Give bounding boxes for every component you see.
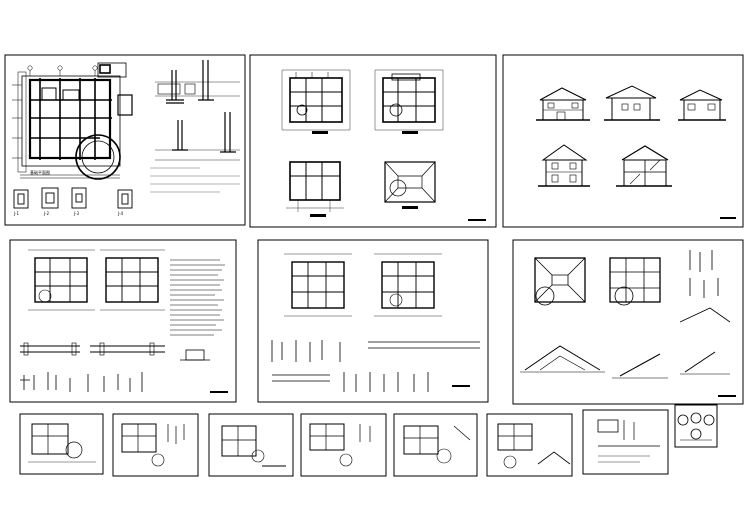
sheet-small-6 (486, 413, 573, 477)
sheet-small-4 (300, 413, 387, 477)
sheet-small-7 (582, 409, 669, 475)
sheet-structural-plans (9, 239, 237, 403)
sheet-foundation-plan: 基础平面图 J-1 J-2 J-3 J-4 (4, 54, 246, 226)
sheet-roof-structure (512, 239, 744, 405)
detail-label: J-1 (13, 211, 19, 216)
plan-title: 基础平面图 (30, 169, 50, 175)
sheet-elevations (502, 54, 744, 228)
sheet-small-2 (112, 413, 199, 477)
sheet-floor-plans (249, 54, 497, 228)
sheet-slab-plans (257, 239, 489, 403)
sheet-small-1 (19, 413, 104, 475)
sheet-small-3 (208, 413, 294, 477)
detail-label: J-2 (43, 211, 49, 216)
detail-label: J-3 (73, 211, 79, 216)
sheet-small-8 (674, 404, 718, 448)
detail-label: J-4 (117, 211, 123, 216)
sheet-small-5 (393, 413, 478, 477)
